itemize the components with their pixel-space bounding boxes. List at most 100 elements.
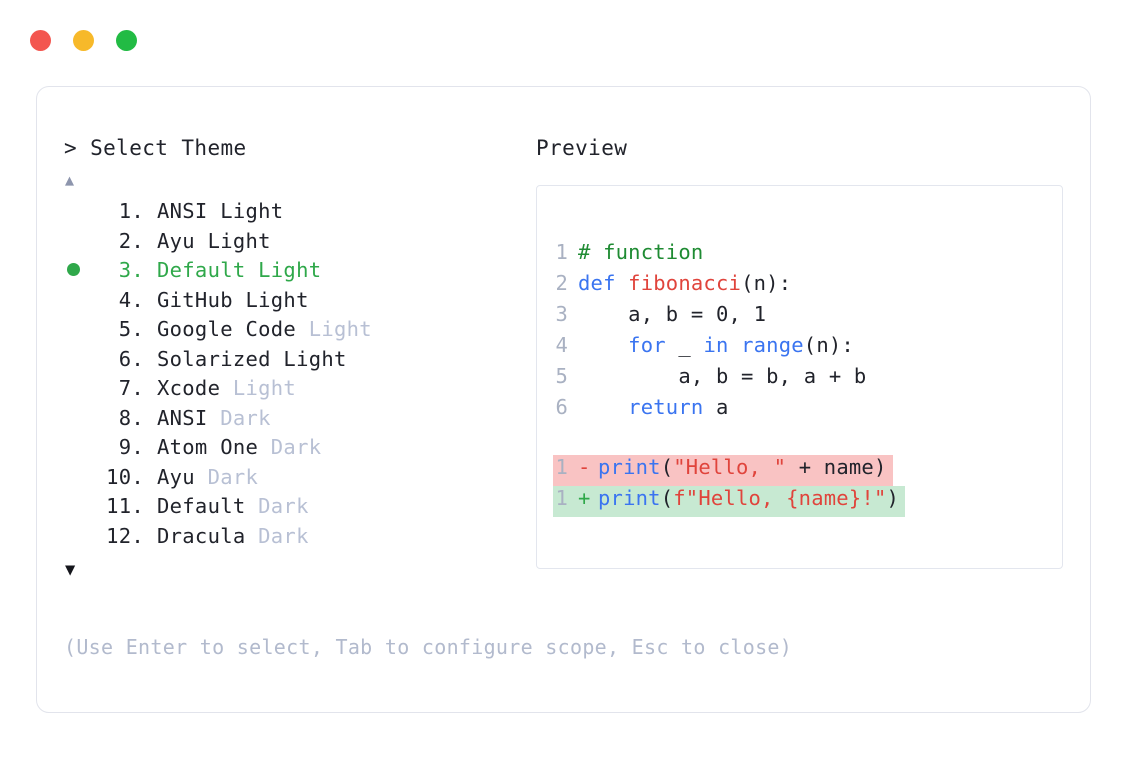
theme-item-number: 12. [106,523,144,548]
code-token-str: "Hello, " [673,455,787,479]
code-token-plain: a, b = b, a + b [578,364,867,388]
theme-item-variant: Light [220,376,297,400]
diff-line-minus: 1-print("Hello, " + name) [553,455,893,486]
diff-line-text: print("Hello, " + name) [598,455,893,479]
diff-sign: + [578,486,591,510]
theme-item-name: Dracula Dark [157,523,309,548]
theme-list-item[interactable]: 6. Solarized Light [64,347,534,377]
code-line-number: 4 [555,333,568,357]
theme-list-item[interactable]: 12. Dracula Dark [64,524,534,554]
code-token-kw: in range [703,333,804,357]
theme-list-item[interactable]: 4. GitHub Light [64,288,534,318]
selected-bullet-icon [67,263,80,276]
theme-item-name: Google Code Light [157,317,372,341]
code-token-kw: for [628,333,666,357]
diff-line-text: print(f"Hello, {name}!") [598,486,905,510]
code-token-kw: return [628,395,704,419]
theme-item-name: Ayu Dark [157,464,259,489]
diff-line-plus: 1 + print(f"Hello, {name}!") [553,486,906,517]
code-line-text: for _ in range(n): [578,333,854,357]
code-token-kw: print [598,455,661,479]
code-line: 5 a, b = b, a + b [553,364,1062,395]
theme-item-name: GitHub Light [157,287,309,312]
theme-item-number: 4. [118,287,144,312]
theme-item-name: Solarized Light [157,346,347,371]
theme-item-name: Default Light [157,258,322,282]
code-token-plain: a, b = 0, 1 [578,302,767,326]
theme-item-variant: Light [207,199,284,223]
theme-list-item[interactable]: 1.ANSI Light [64,199,534,229]
theme-list-item[interactable]: 10. Ayu Dark [64,465,534,495]
theme-list-item[interactable]: 2.Ayu Light [64,229,534,259]
theme-item-number: 10. [106,464,144,489]
code-token-plain: (n): [803,333,854,357]
theme-list-item[interactable]: 9.Atom One Dark [64,435,534,465]
select-theme-prompt: > Select Theme [64,136,247,160]
theme-item-number: 6. [118,346,144,371]
code-line-number: 3 [555,302,568,326]
theme-item-name: Default Dark [157,494,309,518]
theme-item-number: 8. [118,405,144,430]
code-line-text: # function [578,240,703,264]
code-line-text: return a [578,395,729,419]
theme-list-item[interactable]: 8.ANSI Dark [64,406,534,436]
code-token-plain [578,333,628,357]
theme-item-variant: Light [245,258,322,282]
code-line-number: 5 [555,364,568,388]
code-token-fn: fibonacci [628,271,742,295]
code-token-plain: ) [886,486,900,510]
theme-item-number: 11. [106,494,144,518]
minimize-window-button[interactable] [73,30,94,51]
theme-item-variant: Light [270,346,347,371]
theme-item-variant: Dark [258,435,322,459]
theme-item-name: Xcode Light [157,376,297,400]
scroll-up-arrow-icon[interactable]: ▲ [65,171,75,189]
theme-item-variant: Light [194,228,271,253]
code-token-plain: a [703,395,729,419]
code-token-plain: ( [660,455,674,479]
theme-item-variant: Dark [207,405,271,430]
code-line-text: def fibonacci(n): [578,271,791,295]
window-traffic-lights [30,30,137,51]
code-token-plain [578,395,628,419]
theme-item-variant: Dark [245,494,309,518]
code-line: 1# function [553,240,1062,271]
code-line: 4 for _ in range(n): [553,333,1062,364]
preview-label: Preview [536,136,628,160]
code-token-plain: (n): [741,271,792,295]
scroll-down-arrow-icon[interactable]: ▼ [65,560,76,580]
code-token-plain: + name) [786,455,887,479]
theme-item-name: Atom One Dark [157,435,322,459]
theme-list-item[interactable]: 11. Default Dark [64,494,534,524]
theme-item-name: Ayu Light [157,228,271,253]
theme-item-variant: Dark [194,464,259,489]
code-token-kw: print [598,486,661,510]
theme-list-item[interactable]: 5. Google Code Light [64,317,534,347]
code-line: 6 return a [553,395,1062,426]
theme-list-item[interactable]: 3. Default Light [64,258,534,288]
code-line: 3 a, b = 0, 1 [553,302,1062,333]
diff-line-number: 1 [555,455,568,479]
theme-item-variant: Light [296,317,372,341]
diff-sign: - [578,455,591,479]
code-token-plain: ( [660,486,674,510]
close-window-button[interactable] [30,30,51,51]
code-token-comment: # function [578,240,704,264]
code-line-text: a, b = 0, 1 [578,302,766,326]
theme-list-item[interactable]: 7. Xcode Light [64,376,534,406]
maximize-window-button[interactable] [116,30,137,51]
theme-item-number: 7. [118,376,144,400]
theme-item-number: 5. [118,317,144,341]
code-token-kw: def [578,271,629,295]
diff-line-number: 1 [555,486,568,510]
code-token-plain: _ [665,333,704,357]
theme-item-number: 3. [118,258,144,282]
